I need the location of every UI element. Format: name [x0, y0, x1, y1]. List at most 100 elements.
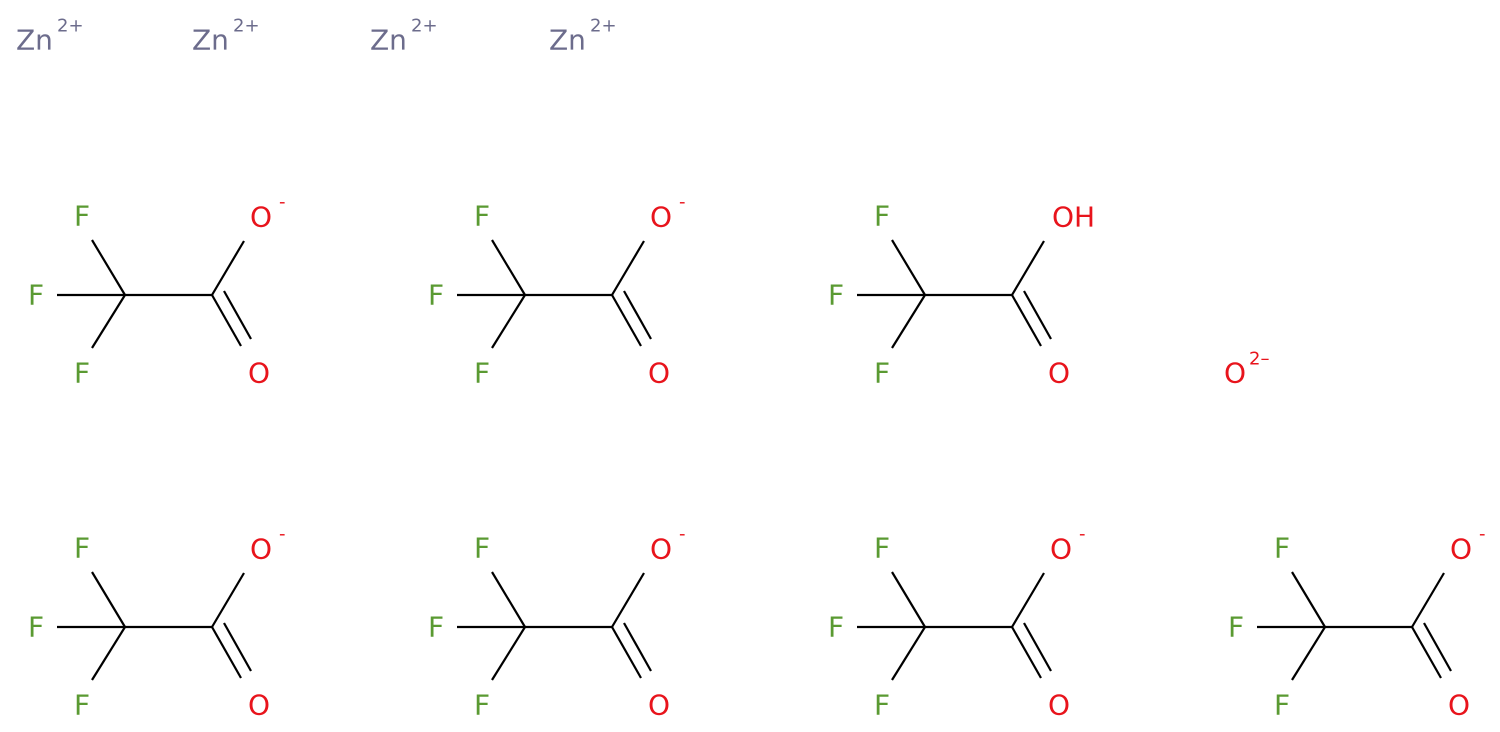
zinc-symbol: Zn	[370, 24, 407, 57]
fluorine-top: F	[74, 532, 90, 565]
bond-co-double-a	[1411, 626, 1442, 679]
bond-cf-bottom	[491, 626, 526, 681]
oxygen-charge: -	[679, 524, 686, 545]
bond-cf-top	[491, 239, 526, 296]
carboxylate-oxygen: O	[650, 533, 672, 566]
zinc-charge: 2+	[590, 16, 617, 37]
bond-co-double-a	[1011, 294, 1042, 347]
bond-cf-top	[91, 571, 126, 628]
bond-co-double-b	[223, 290, 252, 340]
hydroxyl-oxygen: OH	[1052, 201, 1095, 234]
zinc-charge: 2+	[57, 16, 84, 37]
fluorine-top: F	[874, 532, 890, 565]
zinc-symbol: Zn	[16, 24, 53, 57]
fluorine-left: F	[428, 279, 444, 312]
fluorine-top: F	[1274, 532, 1290, 565]
carboxylate-oxygen: O	[1050, 533, 1072, 566]
fluorine-bottom: F	[474, 357, 490, 390]
oxygen-charge: -	[279, 524, 286, 545]
bond-cf-bottom	[891, 626, 926, 681]
carboxylate-oxygen: O	[650, 201, 672, 234]
fluorine-bottom: F	[874, 357, 890, 390]
bond-co-double-a	[211, 294, 242, 347]
bond-co-double-b	[623, 290, 652, 340]
bond-cf-bottom	[891, 294, 926, 349]
bond-cf-bottom	[91, 294, 126, 349]
bond-co-double-b	[1023, 622, 1052, 672]
carboxylate-oxygen: O	[250, 201, 272, 234]
trifluoroacetate-molecules: FFFO-OFFFO-OFFFOHOFFFO-OFFFO-OFFFO-OFFFO…	[28, 192, 1486, 722]
fluorine-bottom: F	[74, 689, 90, 722]
fluorine-left: F	[28, 279, 44, 312]
oxide-symbol: O	[1224, 357, 1246, 390]
carbonyl-oxygen: O	[648, 357, 670, 390]
bond-co-double-a	[611, 626, 642, 679]
bond-cf-top	[91, 239, 126, 296]
carbonyl-oxygen: O	[648, 689, 670, 722]
bond-cf-top	[491, 571, 526, 628]
bond-cf-top	[891, 571, 926, 628]
carbonyl-oxygen: O	[248, 357, 270, 390]
bond-co-double-b	[223, 622, 252, 672]
oxygen-charge: -	[1079, 524, 1086, 545]
bond-co-single	[211, 572, 245, 628]
fluorine-bottom: F	[1274, 689, 1290, 722]
carboxylate-oxygen: O	[1450, 533, 1472, 566]
bond-cf-bottom	[91, 626, 126, 681]
bond-co-single	[1011, 572, 1045, 628]
fluorine-bottom: F	[874, 689, 890, 722]
bond-co-double-b	[1023, 290, 1052, 340]
fluorine-left: F	[428, 611, 444, 644]
carbonyl-oxygen: O	[248, 689, 270, 722]
carbonyl-oxygen: O	[1048, 689, 1070, 722]
bond-co-double-a	[211, 626, 242, 679]
trifluoroacetate-molecule: F F F OH O	[828, 200, 1095, 390]
carbonyl-oxygen: O	[1048, 357, 1070, 390]
fluorine-bottom: F	[474, 689, 490, 722]
fluorine-left: F	[28, 611, 44, 644]
bond-co-double-a	[1011, 626, 1042, 679]
bond-co-single	[1011, 240, 1045, 296]
bond-co-single	[611, 572, 645, 628]
zinc-charge: 2+	[233, 16, 260, 37]
oxygen-charge: -	[679, 192, 686, 213]
fluorine-top: F	[474, 532, 490, 565]
bond-co-double-a	[611, 294, 642, 347]
fluorine-left: F	[828, 611, 844, 644]
bond-cf-top	[891, 239, 926, 296]
fluorine-bottom: F	[74, 357, 90, 390]
bond-co-double-b	[623, 622, 652, 672]
bond-cf-top	[1291, 571, 1326, 628]
bond-cf-bottom	[1291, 626, 1326, 681]
fluorine-left: F	[1228, 611, 1244, 644]
bond-cf-bottom	[491, 294, 526, 349]
oxygen-charge: -	[1479, 524, 1486, 545]
carboxylate-oxygen: O	[250, 533, 272, 566]
fluorine-top: F	[74, 200, 90, 233]
zinc-symbol: Zn	[192, 24, 229, 57]
bond-co-single	[611, 240, 645, 296]
fluorine-top: F	[474, 200, 490, 233]
carbonyl-oxygen: O	[1448, 689, 1470, 722]
bond-co-single	[1411, 572, 1445, 628]
oxygen-charge: -	[279, 192, 286, 213]
fluorine-top: F	[874, 200, 890, 233]
bond-co-double-b	[1423, 622, 1452, 672]
fluorine-left: F	[828, 279, 844, 312]
zinc-symbol: Zn	[549, 24, 586, 57]
oxide-charge: 2–	[1249, 349, 1269, 370]
